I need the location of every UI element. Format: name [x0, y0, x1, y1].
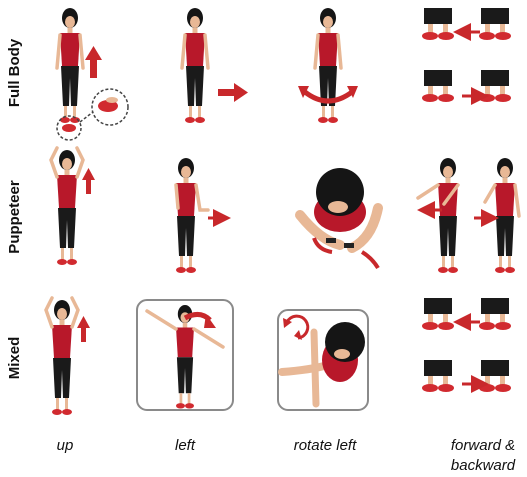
figure-fullbody-rotate [315, 8, 341, 123]
arrow-right-icon [218, 83, 248, 102]
legs-mixed-c [422, 360, 454, 392]
legs-mixed-b [479, 298, 511, 330]
figure-puppeteer-fwd-b [485, 158, 519, 273]
figure-puppeteer-up [51, 148, 83, 265]
figure-puppeteer-fwd-a [418, 158, 458, 273]
legs-mixed-a [422, 298, 454, 330]
figure-mixed-up [46, 298, 78, 415]
curved-arrow-icon [298, 86, 358, 101]
legs-fullbody-a [422, 8, 454, 40]
figure-fullbody-up [57, 8, 83, 123]
figure-puppeteer-rotate-topdown [300, 168, 378, 248]
legs-fullbody-d [479, 70, 511, 102]
legs-mixed-d [479, 360, 511, 392]
figure-puppeteer-left [176, 158, 208, 273]
arrow-up-icon [85, 46, 102, 78]
figure-fullbody-left [182, 8, 208, 123]
legs-fullbody-c [422, 70, 454, 102]
arrow-up-icon [77, 316, 90, 342]
legs-fullbody-b [479, 8, 511, 40]
arrow-up-icon [82, 168, 95, 194]
